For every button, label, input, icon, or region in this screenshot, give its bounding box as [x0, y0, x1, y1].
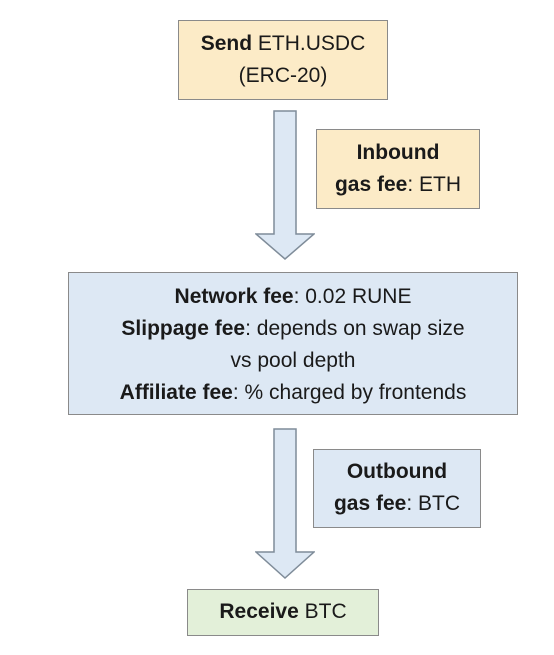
- slippage-fee-label: Slippage fee: [121, 317, 246, 340]
- inbound-gas-fee-value: : ETH: [407, 173, 462, 196]
- send-line-1: Send ETH.USDC: [179, 28, 387, 60]
- inbound-line-2: gas fee: ETH: [317, 169, 479, 201]
- down-arrow-1: [255, 110, 315, 260]
- slippage-fee-line: Slippage fee: depends on swap size: [69, 313, 517, 345]
- affiliate-fee-value: : % charged by frontends: [232, 381, 467, 404]
- slippage-fee-continuation: vs pool depth: [230, 349, 356, 372]
- down-arrow-2: [255, 428, 315, 580]
- send-line-2: (ERC-20): [238, 64, 328, 87]
- inbound-gas-fee-box: Inbound gas fee: ETH: [316, 129, 480, 209]
- outbound-gas-fee-box: Outbound gas fee: BTC: [313, 449, 481, 528]
- inbound-label: Inbound: [356, 141, 440, 164]
- outbound-line-2: gas fee: BTC: [314, 488, 480, 520]
- network-fee-label: Network fee: [174, 285, 294, 308]
- inbound-line-1: Inbound: [317, 137, 479, 169]
- receive-box: Receive BTC: [187, 589, 379, 636]
- network-fee-line: Network fee: 0.02 RUNE: [69, 281, 517, 313]
- outbound-gas-fee-value: : BTC: [406, 492, 461, 515]
- send-label: Send: [200, 32, 253, 55]
- thorchain-fees-box: Network fee: 0.02 RUNE Slippage fee: dep…: [68, 272, 518, 415]
- slippage-fee-value: : depends on swap size: [245, 317, 465, 340]
- send-box: Send ETH.USDC (ERC-20): [178, 20, 388, 100]
- send-asset: ETH.USDC: [252, 32, 366, 55]
- receive-asset: BTC: [298, 600, 347, 623]
- affiliate-fee-line: Affiliate fee: % charged by frontends: [69, 377, 517, 409]
- outbound-label: Outbound: [346, 460, 448, 483]
- inbound-gas-fee-label: gas fee: [334, 173, 408, 196]
- outbound-gas-fee-label: gas fee: [333, 492, 407, 515]
- receive-label: Receive: [219, 600, 299, 623]
- affiliate-fee-label: Affiliate fee: [119, 381, 233, 404]
- network-fee-value: : 0.02 RUNE: [293, 285, 412, 308]
- outbound-line-1: Outbound: [314, 456, 480, 488]
